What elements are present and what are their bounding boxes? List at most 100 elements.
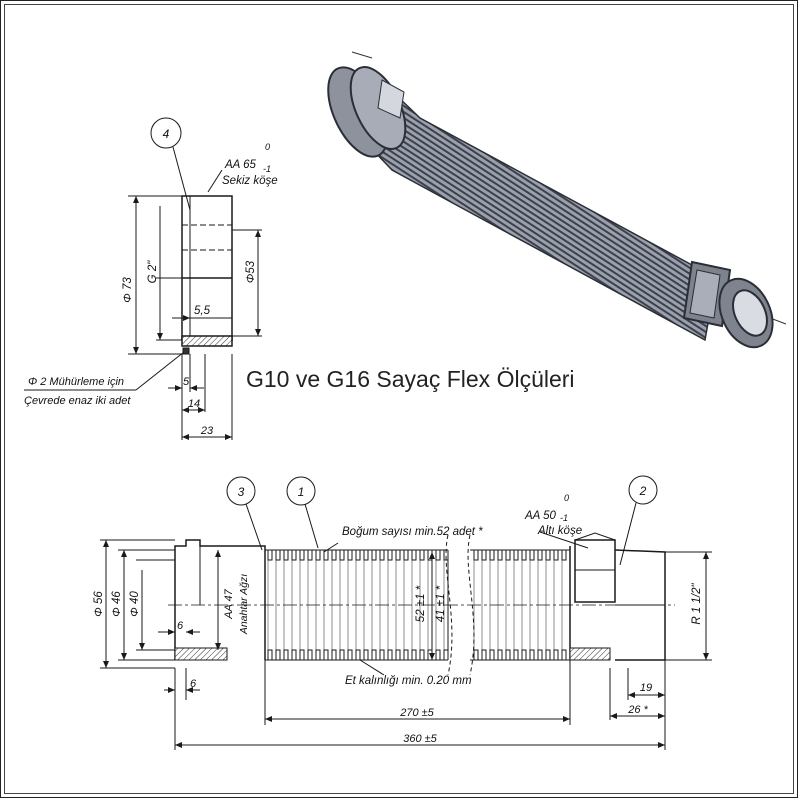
- corrugation-rib: [331, 550, 337, 561]
- dim-270-label: 270 ±5: [399, 707, 434, 719]
- corrugation-rib: [291, 649, 297, 660]
- corrugation-rib: [379, 550, 385, 561]
- corrugation-rib: [283, 550, 289, 561]
- corrugation-rib: [363, 649, 369, 660]
- corrugation-rib: [363, 550, 369, 561]
- corrugation-rib: [347, 550, 353, 561]
- corrugation-rib: [419, 550, 425, 561]
- corrugation-rib: [339, 649, 345, 660]
- corrugation-rib: [473, 649, 479, 660]
- corrugation-rib: [561, 649, 567, 660]
- corrugation-rib: [435, 550, 441, 561]
- corrugation-rib: [419, 649, 425, 660]
- dia-40-label: Φ 40: [129, 591, 141, 617]
- corrugation-rib: [443, 550, 449, 561]
- corrugation-rib: [403, 550, 409, 561]
- wrench-note: Anahtar Ağzı: [238, 574, 250, 635]
- corrugation-rib: [347, 649, 353, 660]
- corrugation-rib: [513, 550, 519, 561]
- balloon-4-label: 4: [163, 127, 170, 141]
- corrugation-rib: [395, 649, 401, 660]
- dim-5-label: 5: [183, 376, 190, 388]
- dim-41-label: 41 ±1 *: [435, 585, 447, 622]
- corrugation-rib: [529, 550, 535, 561]
- corrugation-rib: [307, 649, 313, 660]
- left-nut: [174, 539, 266, 660]
- corrugation-rib: [307, 550, 313, 561]
- thread-r-label: R 1 1/2": [691, 583, 703, 625]
- corrugation-rib: [553, 550, 559, 561]
- right-hex-size-label: AA 50: [524, 510, 557, 522]
- corrugation-rib: [371, 550, 377, 561]
- corrugation-rib: [331, 649, 337, 660]
- corrugation-rib: [291, 550, 297, 561]
- dia-56-label: Φ 56: [93, 591, 105, 617]
- corrugation-rib: [387, 649, 393, 660]
- seal-note-line1: Φ 2 Mühürleme için: [28, 376, 124, 388]
- right-hex-tol-upper: 0: [564, 493, 569, 503]
- dim-19-label: 19: [640, 682, 652, 694]
- wall-thickness-note: Et kalınlığı min. 0.20 mm: [345, 675, 472, 687]
- corrugation-rib: [427, 649, 433, 660]
- corrugation-rib: [395, 550, 401, 561]
- corrugation-rib: [435, 649, 441, 660]
- corrugation-rib: [283, 649, 289, 660]
- aa-47-label: AA 47: [223, 588, 235, 619]
- corrugation-rib: [299, 550, 305, 561]
- big-nut-flat: [377, 79, 405, 119]
- corrugation-rib: [537, 649, 543, 660]
- corrugation-rib: [411, 649, 417, 660]
- corrugation-note: Boğum sayısı min.52 adet *: [342, 526, 483, 538]
- dim-360-label: 360 ±5: [403, 733, 437, 745]
- corrugation-rib: [355, 649, 361, 660]
- dim-6a-label: 6: [177, 620, 184, 632]
- corrugation-rib: [529, 649, 535, 660]
- corrugation-rib: [323, 649, 329, 660]
- corrugation-rib: [379, 649, 385, 660]
- hex-tol-lower: -1: [263, 164, 271, 174]
- dim-23-label: 23: [200, 425, 214, 437]
- balloon-3: [226, 476, 256, 506]
- corrugation-rib: [275, 649, 281, 660]
- hose-3d-render: [327, 51, 787, 349]
- dim-52-label: 52 ±1 *: [415, 585, 427, 622]
- dia-73-label: Φ 73: [122, 277, 134, 303]
- dim-14-label: 14: [188, 398, 200, 410]
- dim-5-5-label: 5,5: [194, 305, 211, 317]
- corrugation-rib: [505, 649, 511, 660]
- corrugation-rib: [275, 550, 281, 561]
- corrugation-rib: [267, 550, 273, 561]
- corrugation-rib: [267, 649, 273, 660]
- corrugation-rib: [545, 550, 551, 561]
- corrugation-rib: [339, 550, 345, 561]
- balloon-3-label: 3: [238, 485, 245, 499]
- inner-frame: [4, 4, 794, 794]
- right-hex-type-note: Altı köşe: [537, 525, 582, 537]
- nut-section-view: [24, 117, 262, 440]
- hose-section-view: [100, 475, 712, 750]
- balloon-1-label: 1: [298, 485, 305, 499]
- corrugation-rib: [355, 550, 361, 561]
- corrugation-rib: [427, 550, 433, 561]
- corrugation-rib: [387, 550, 393, 561]
- threaded-fitting: [614, 549, 666, 661]
- corrugation-rib: [505, 550, 511, 561]
- corrugation-rib: [481, 649, 487, 660]
- corrugation-rib: [545, 649, 551, 660]
- corrugation-rib: [299, 649, 305, 660]
- corrugation-rib: [561, 550, 567, 561]
- hex-type-note: Sekiz köşe: [222, 175, 278, 187]
- corrugation-rib: [403, 649, 409, 660]
- corrugation-rib: [521, 649, 527, 660]
- right-hex: [574, 539, 616, 603]
- corrugation-rib: [497, 649, 503, 660]
- right-hex-tol-lower: -1: [560, 513, 568, 523]
- thread-g2-label: G 2": [147, 260, 159, 284]
- corrugation-rib: [411, 550, 417, 561]
- dim-6b-label: 6: [190, 678, 197, 690]
- corrugation-rib: [315, 649, 321, 660]
- corrugation-rib: [371, 649, 377, 660]
- hex-tol-upper: 0: [265, 142, 270, 152]
